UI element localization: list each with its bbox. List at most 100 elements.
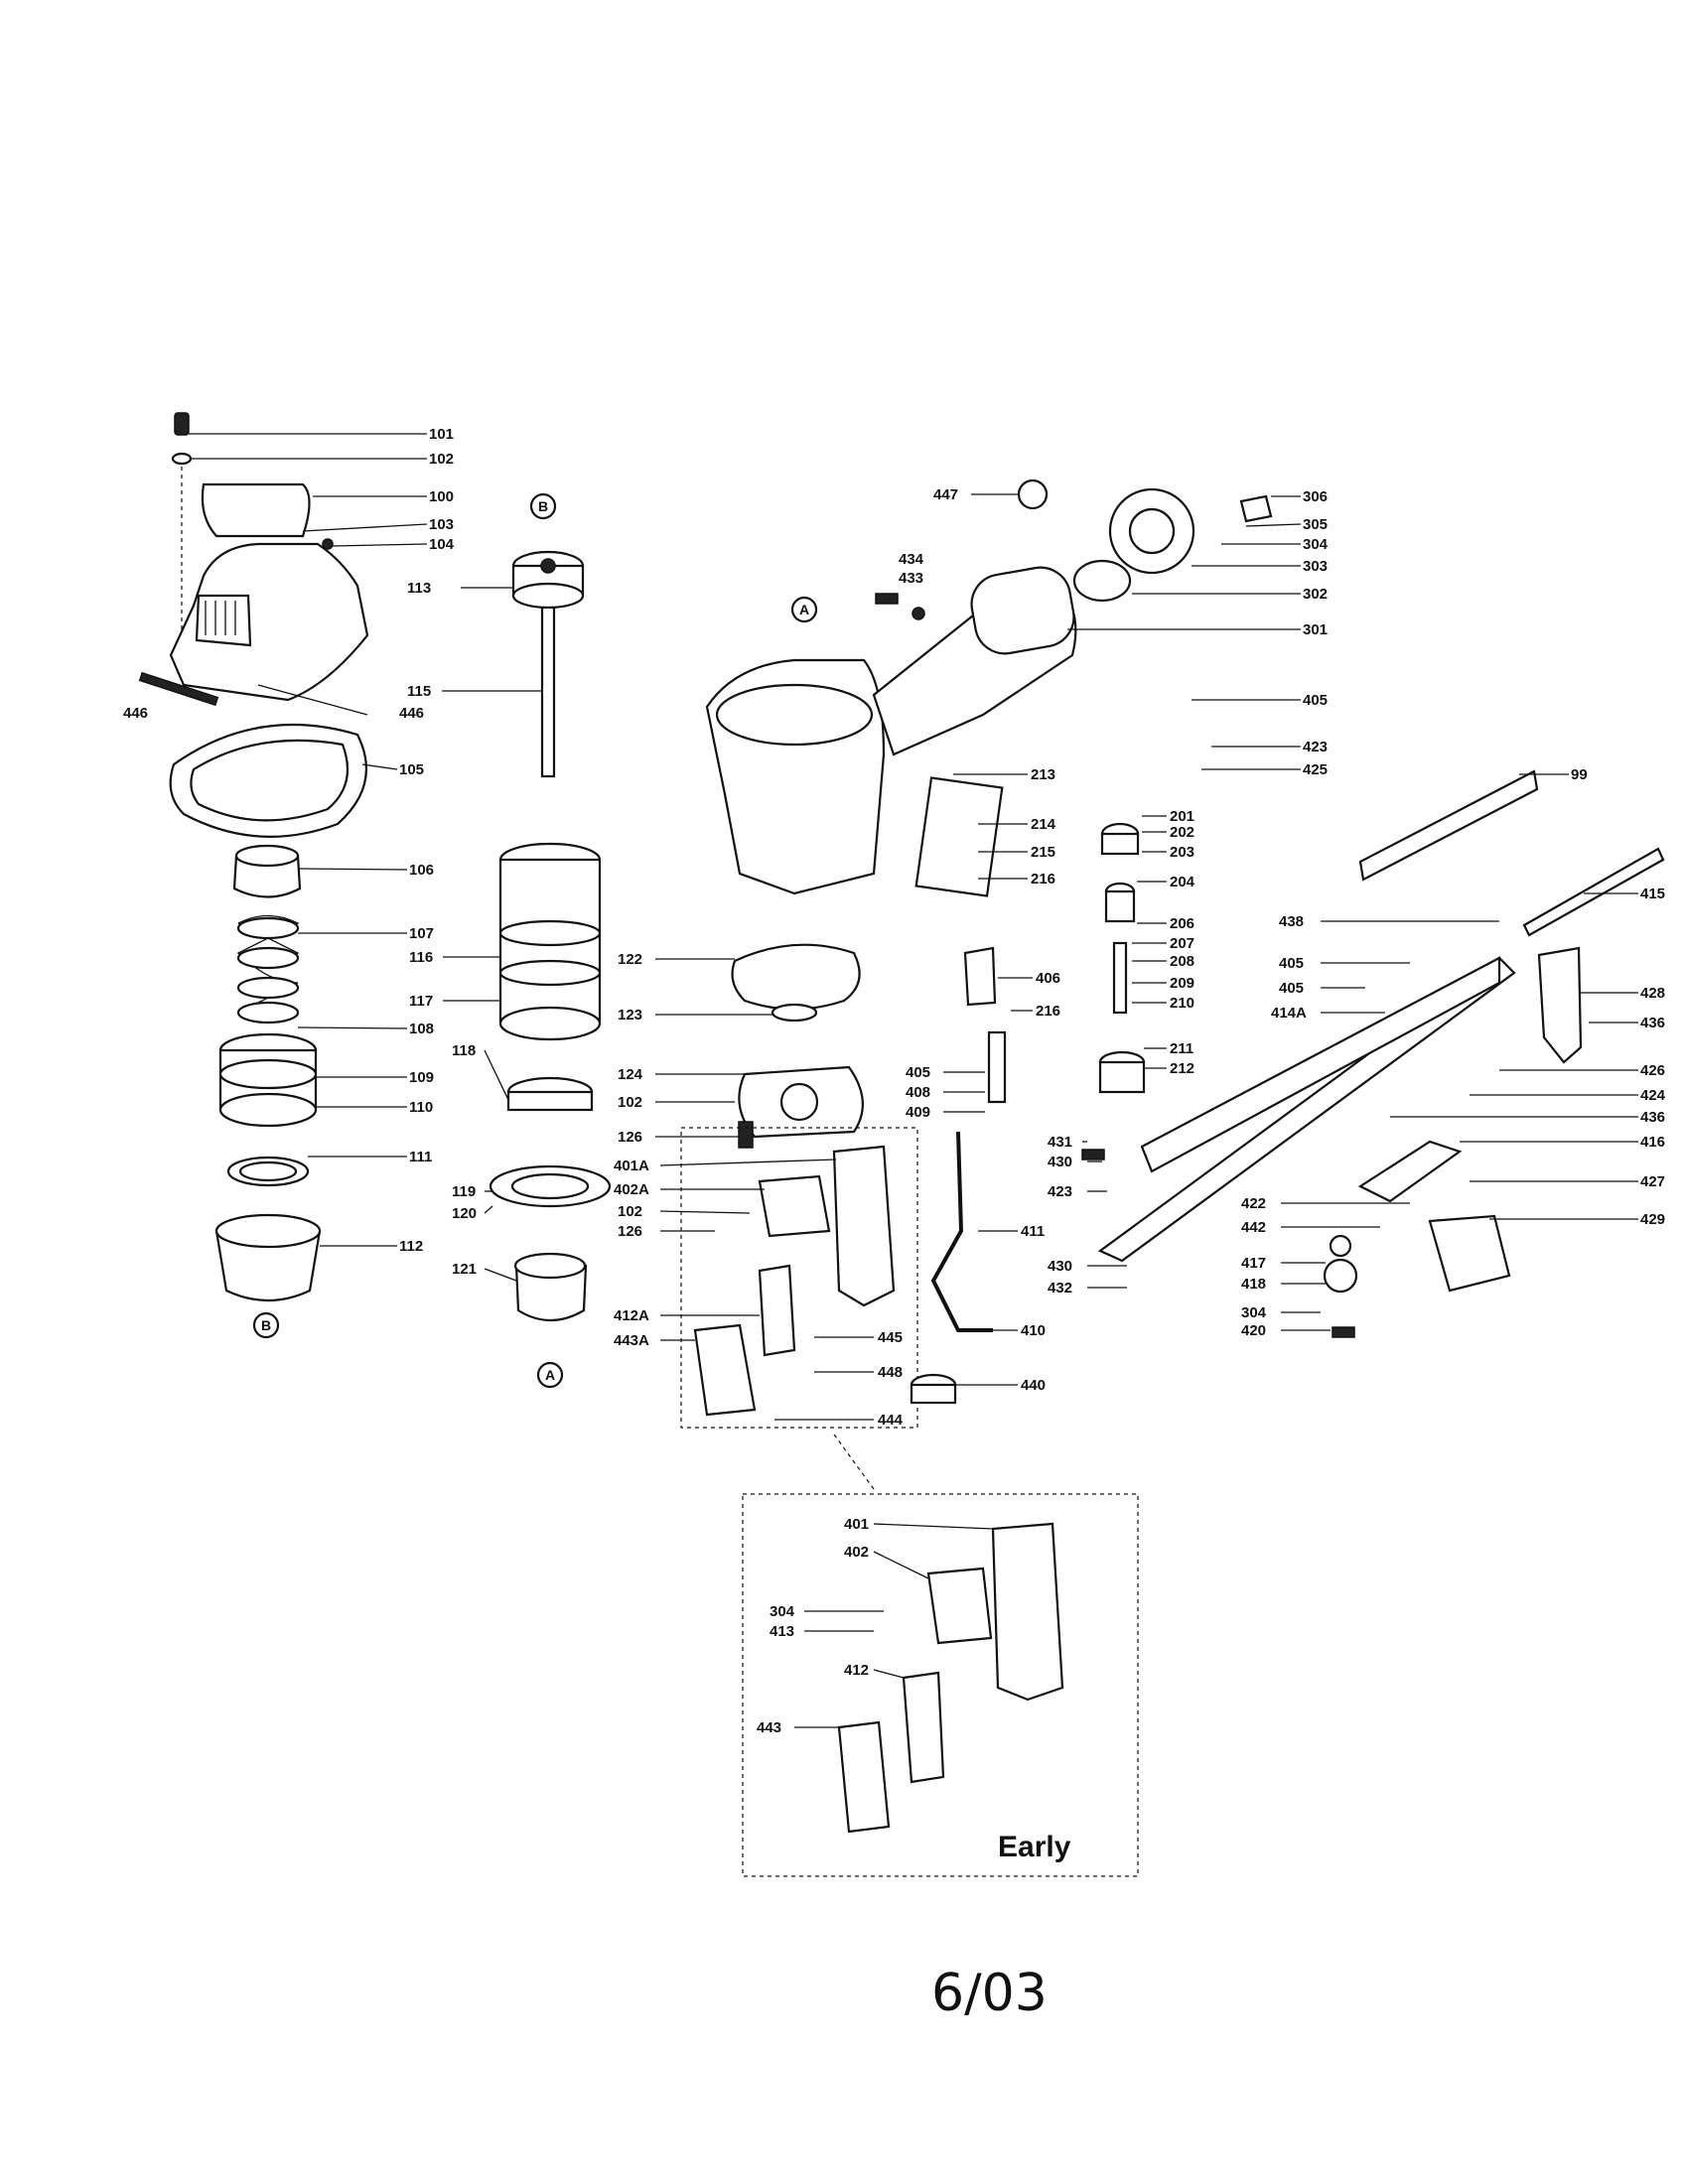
label-124: 124 [618, 1066, 643, 1083]
label-204: 204 [1170, 874, 1195, 890]
label-208: 208 [1170, 953, 1194, 970]
label-102: 102 [618, 1094, 642, 1111]
label-121: 121 [452, 1261, 477, 1278]
label-304: 304 [770, 1603, 795, 1620]
magazine-assembly [1081, 769, 1665, 1338]
label-429: 429 [1640, 1211, 1665, 1228]
label-201: 201 [1170, 808, 1194, 825]
main-body [680, 478, 1273, 1877]
label-433: 433 [899, 570, 923, 587]
revision-date: 6/03 [931, 1964, 1048, 2023]
label-408: 408 [906, 1084, 930, 1101]
marker-b-bottom: B [261, 1317, 271, 1333]
label-405: 405 [1303, 692, 1328, 709]
label-443A: 443A [614, 1332, 649, 1349]
label-215: 215 [1031, 844, 1055, 861]
label-424: 424 [1640, 1087, 1666, 1104]
label-417: 417 [1241, 1255, 1266, 1272]
label-122: 122 [618, 951, 642, 968]
label-99: 99 [1571, 766, 1588, 783]
label-116: 116 [409, 949, 433, 966]
label-418: 418 [1241, 1276, 1266, 1293]
label-447: 447 [933, 486, 958, 503]
label-431: 431 [1048, 1134, 1072, 1151]
inset-title: Early [998, 1831, 1071, 1863]
label-304: 304 [1241, 1304, 1267, 1321]
label-442: 442 [1241, 1219, 1266, 1236]
label-207: 207 [1170, 935, 1194, 952]
label-302: 302 [1303, 586, 1328, 603]
reference-markers: B B A A [261, 498, 809, 1383]
label-443: 443 [757, 1719, 781, 1736]
label-211: 211 [1170, 1040, 1193, 1057]
label-420: 420 [1241, 1322, 1266, 1339]
label-423: 423 [1303, 739, 1328, 755]
label-402A: 402A [614, 1181, 649, 1198]
label-210: 210 [1170, 995, 1194, 1012]
trigger-valve [914, 776, 1146, 1094]
label-426: 426 [1640, 1062, 1665, 1079]
label-410: 410 [1021, 1322, 1046, 1339]
label-111: 111 [409, 1149, 432, 1165]
label-412A: 412A [614, 1307, 649, 1324]
label-405: 405 [1279, 955, 1304, 972]
label-115: 115 [407, 683, 431, 700]
label-413: 413 [770, 1623, 794, 1640]
label-202: 202 [1170, 824, 1194, 841]
label-425: 425 [1303, 761, 1328, 778]
label-427: 427 [1640, 1173, 1665, 1190]
label-102: 102 [618, 1203, 642, 1220]
label-100: 100 [429, 488, 454, 505]
label-412: 412 [844, 1662, 869, 1679]
label-101: 101 [429, 426, 454, 443]
label-106: 106 [409, 862, 434, 879]
label-436: 436 [1640, 1109, 1665, 1126]
label-448: 448 [878, 1364, 903, 1381]
label-423: 423 [1048, 1183, 1072, 1200]
label-438: 438 [1279, 913, 1304, 930]
marker-a-top: A [799, 602, 809, 617]
label-103: 103 [429, 516, 454, 533]
label-203: 203 [1170, 844, 1194, 861]
label-409: 409 [906, 1104, 930, 1121]
label-430: 430 [1048, 1258, 1072, 1275]
marker-b-top: B [538, 498, 548, 514]
label-445: 445 [878, 1329, 903, 1346]
label-104: 104 [429, 536, 455, 553]
label-216: 216 [1036, 1003, 1060, 1020]
label-436: 436 [1640, 1015, 1665, 1031]
label-405: 405 [1279, 980, 1304, 997]
label-126: 126 [618, 1129, 642, 1146]
marker-a-bottom: A [545, 1367, 555, 1383]
label-117: 117 [409, 993, 433, 1010]
label-411: 411 [1021, 1223, 1045, 1240]
label-432: 432 [1048, 1280, 1072, 1297]
label-401: 401 [844, 1516, 869, 1533]
label-206: 206 [1170, 915, 1194, 932]
label-406: 406 [1036, 970, 1060, 987]
label-306: 306 [1303, 488, 1328, 505]
label-112: 112 [399, 1238, 423, 1255]
label-416: 416 [1640, 1134, 1665, 1151]
label-428: 428 [1640, 985, 1665, 1002]
label-446: 446 [399, 705, 424, 722]
label-216: 216 [1031, 871, 1055, 887]
label-213: 213 [1031, 766, 1055, 783]
label-214: 214 [1031, 816, 1056, 833]
label-212: 212 [1170, 1060, 1194, 1077]
label-430: 430 [1048, 1154, 1072, 1170]
label-119: 119 [452, 1183, 476, 1200]
label-304: 304 [1303, 536, 1329, 553]
label-108: 108 [409, 1021, 434, 1037]
label-414A: 414A [1271, 1005, 1307, 1022]
cylinder-assembly [489, 492, 612, 1389]
label-113: 113 [407, 580, 431, 597]
label-102: 102 [429, 451, 454, 468]
label-209: 209 [1170, 975, 1194, 992]
label-120: 120 [452, 1205, 477, 1222]
label-305: 305 [1303, 516, 1328, 533]
label-440: 440 [1021, 1377, 1046, 1394]
label-118: 118 [452, 1042, 476, 1059]
label-444: 444 [878, 1412, 904, 1429]
